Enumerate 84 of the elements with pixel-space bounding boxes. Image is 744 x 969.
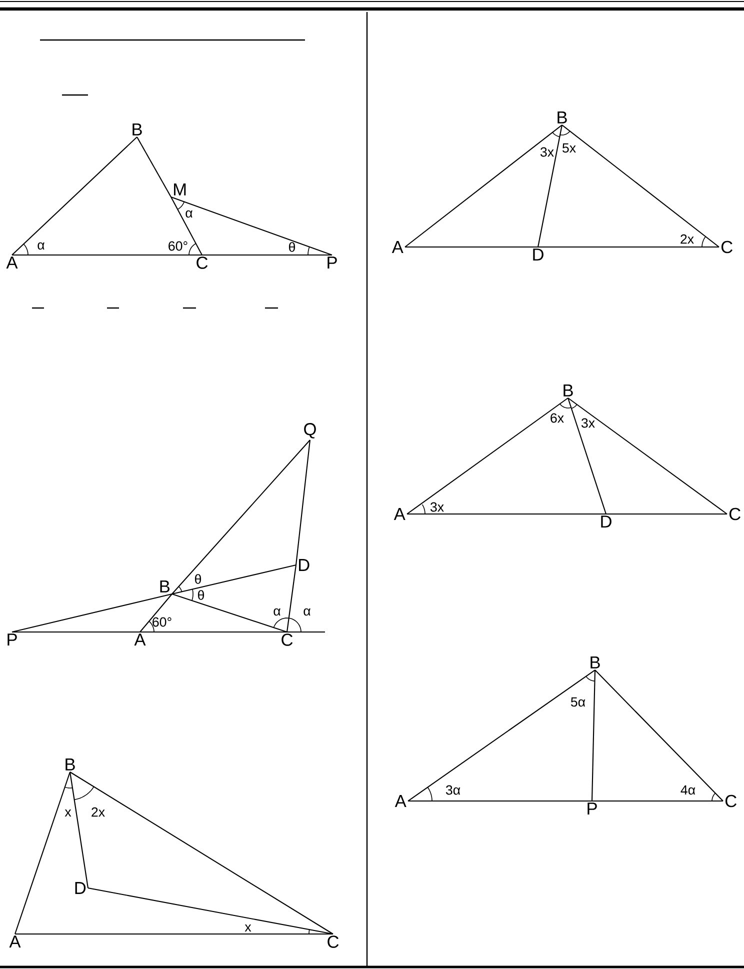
line-segment: [12, 593, 172, 633]
vertex-label: C: [721, 240, 732, 254]
angle-label: α: [38, 242, 44, 250]
line-segment: [172, 594, 288, 633]
angle-label: x: [64, 809, 72, 817]
line-segment: [14, 772, 70, 934]
line-segment: [172, 440, 310, 594]
vertex-label: D: [601, 516, 612, 528]
angle-label: 6x: [550, 413, 564, 423]
vertex-label: C: [196, 256, 208, 269]
vertex-label: B: [564, 384, 573, 396]
vertex-label: C: [282, 634, 293, 646]
angle-label: 3x: [430, 502, 444, 512]
vertex-label: C: [328, 936, 339, 948]
line-segment: [15, 933, 333, 935]
line-segment: [170, 196, 332, 256]
vertex-label: M: [174, 183, 186, 196]
vertex-label: D: [299, 559, 310, 571]
line-segment: [140, 631, 287, 633]
line-segment: [407, 513, 606, 515]
line-segment: [12, 254, 202, 256]
angle-label: 5α: [570, 697, 586, 707]
angle-label: 2x: [680, 234, 694, 244]
vertex-label: Q: [304, 423, 316, 438]
vertex-label: B: [160, 580, 170, 592]
line-segment: [202, 254, 332, 256]
vertex-label: A: [394, 795, 406, 807]
vertex-label: D: [75, 882, 86, 894]
vertex-label: P: [328, 256, 337, 269]
vertex-label: A: [9, 936, 21, 948]
angle-label: α: [186, 210, 192, 218]
vertex-label: B: [132, 123, 142, 136]
vertex-label: C: [729, 508, 740, 520]
line-segment: [537, 124, 563, 248]
angle-label: θ: [194, 574, 202, 584]
line-segment: [568, 398, 728, 514]
angle-label: 3x: [581, 418, 595, 428]
vertex-label: A: [6, 256, 18, 269]
vertex-label: A: [134, 634, 146, 646]
angle-label: 60°: [152, 617, 172, 627]
vertex-label: C: [725, 794, 736, 808]
line-segment: [404, 124, 562, 248]
angle-label: 3α: [446, 785, 460, 795]
line-segment: [592, 800, 723, 802]
line-segment: [70, 772, 334, 934]
angle-label: α: [304, 608, 310, 616]
angle-label: 2x: [92, 807, 105, 817]
angle-label: α: [274, 608, 280, 616]
vertex-label: A: [392, 241, 404, 253]
angle-label: 60°: [168, 241, 188, 251]
line-segment: [172, 564, 296, 595]
line-segment: [606, 513, 727, 515]
line-segment: [594, 670, 724, 802]
line-segment: [286, 564, 297, 632]
line-segment: [12, 136, 138, 256]
line-segment: [140, 594, 172, 632]
line-segment: [405, 246, 538, 248]
line-segment: [170, 196, 202, 256]
line-segment: [408, 800, 592, 802]
angle-label: 4α: [680, 785, 696, 795]
angle-label: x: [244, 924, 252, 932]
vertex-label: D: [533, 248, 544, 261]
vertex-label: P: [8, 634, 17, 646]
line-segment: [12, 631, 140, 633]
line-segment: [69, 772, 89, 888]
line-segment: [568, 398, 607, 514]
vertex-label: A: [394, 508, 406, 520]
vertex-label: B: [66, 758, 75, 770]
line-segment: [287, 631, 325, 633]
line-segment: [295, 440, 311, 566]
vertex-label: P: [588, 802, 597, 815]
line-segment: [408, 670, 596, 802]
line-segment: [136, 136, 172, 198]
line-segment: [406, 398, 568, 514]
vertex-label: B: [558, 111, 567, 124]
angle-label: θ: [288, 242, 296, 252]
angle-label: 5x: [562, 143, 576, 153]
vertex-label: B: [590, 656, 600, 668]
line-segment: [538, 246, 719, 248]
angle-label: θ: [198, 590, 204, 600]
line-segment: [591, 670, 596, 802]
angle-label: 3x: [540, 147, 554, 157]
line-segment: [88, 887, 334, 935]
line-segment: [562, 124, 720, 248]
